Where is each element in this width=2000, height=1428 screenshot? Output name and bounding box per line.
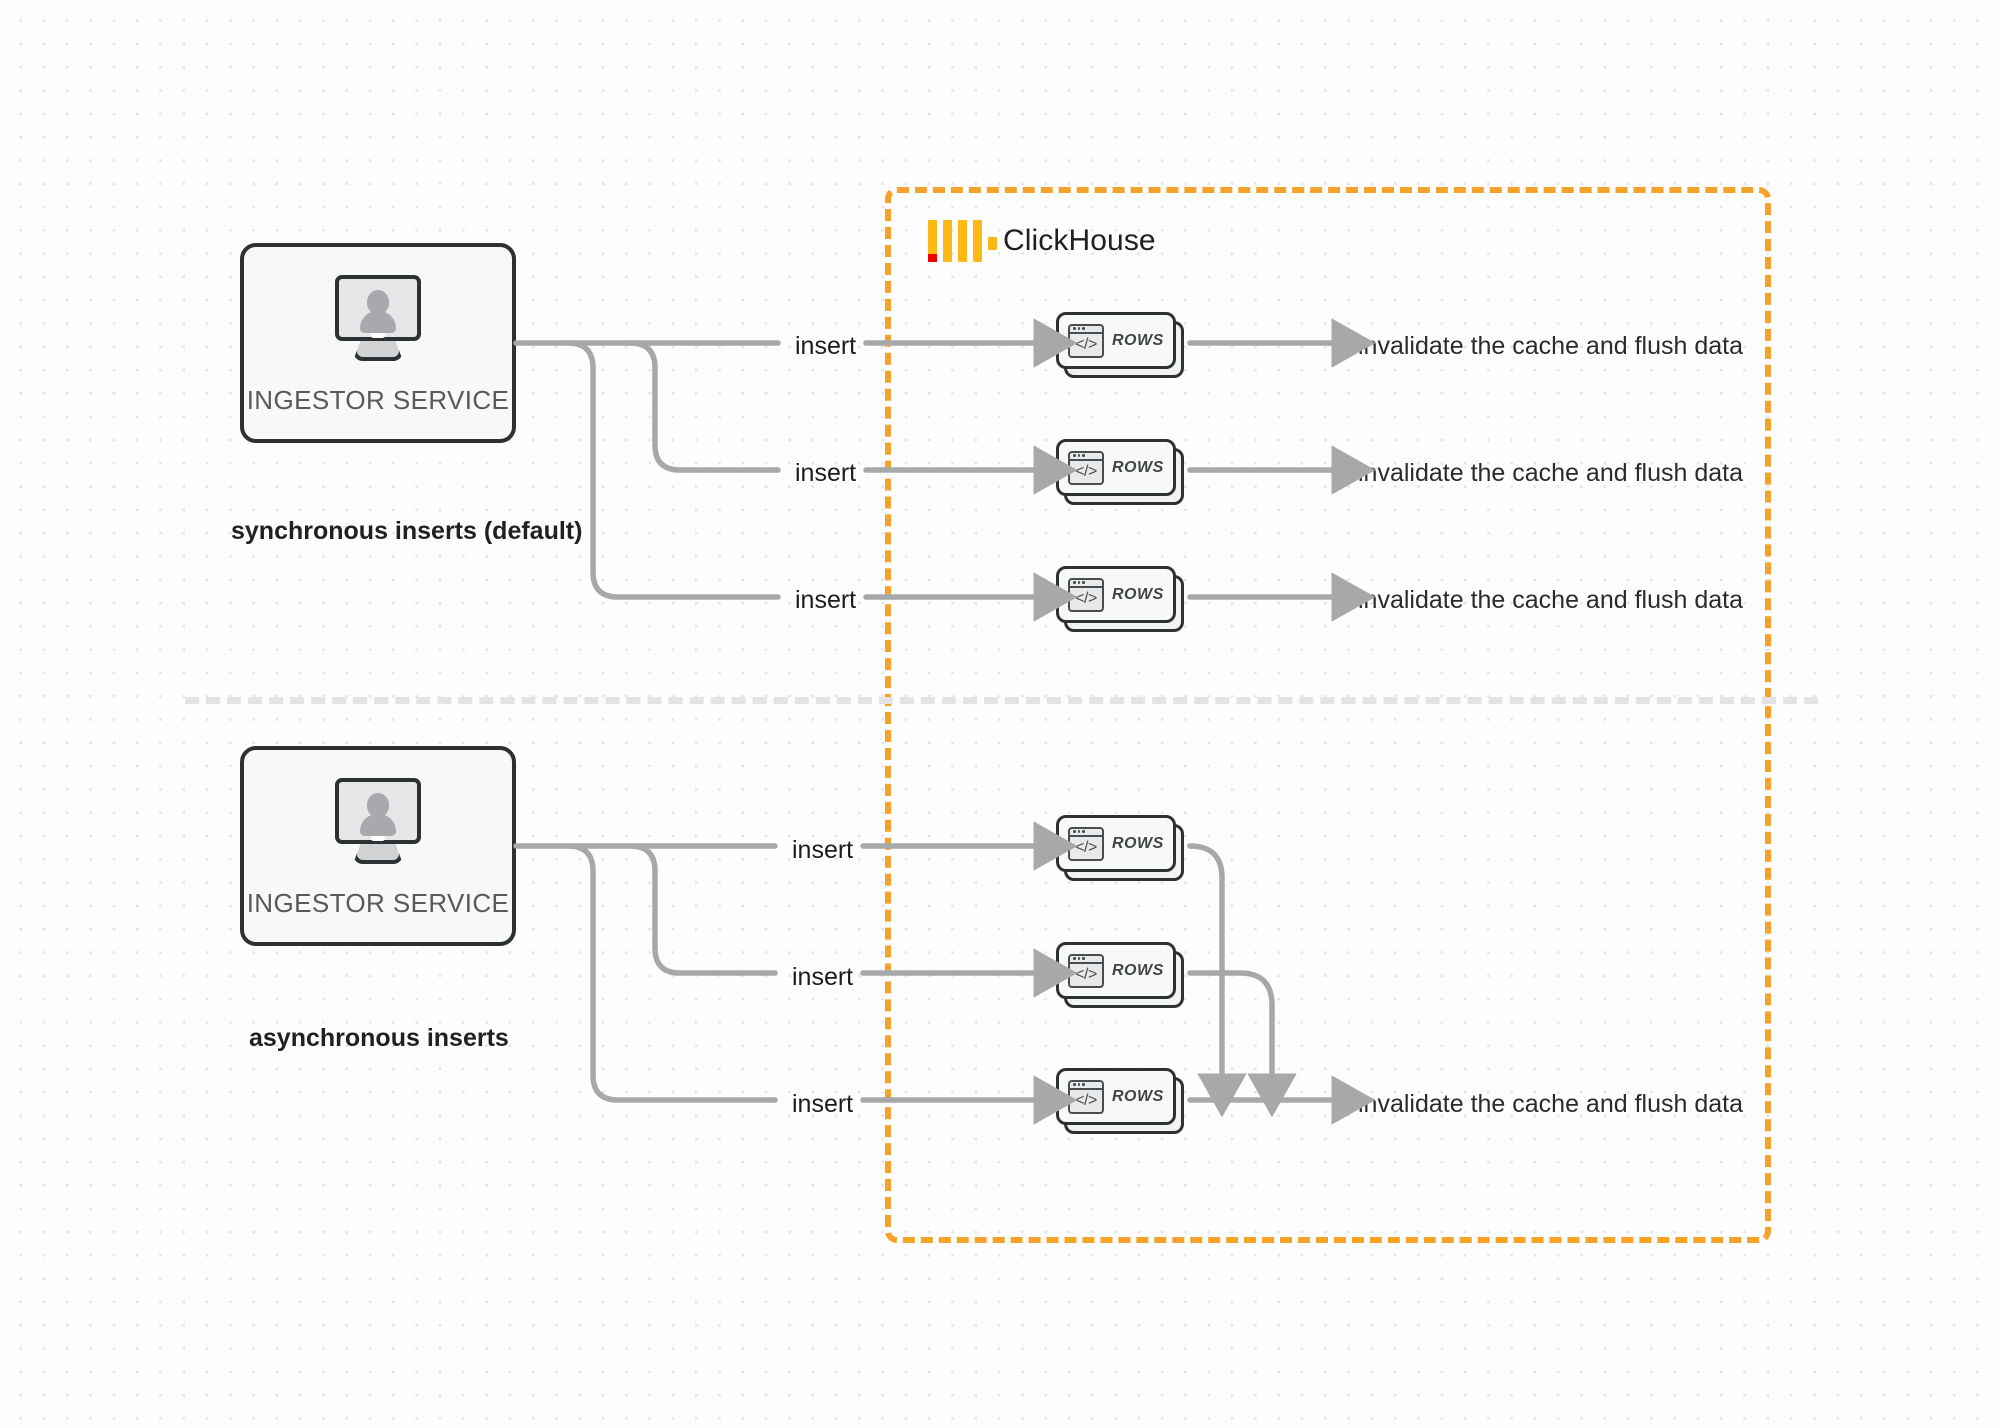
rows-card-label: ROWS [1112, 585, 1164, 603]
rows-card-async-1[interactable]: </> ROWS [1056, 815, 1184, 881]
rows-card-label: ROWS [1112, 961, 1164, 979]
rows-card-sync-1[interactable]: </> ROWS [1056, 312, 1184, 378]
section-divider [185, 697, 1818, 704]
code-window-icon: </> [1068, 577, 1104, 612]
wire-sync-branch-row2 [627, 340, 781, 473]
rows-card-sync-3[interactable]: </> ROWS [1056, 566, 1184, 632]
wire-sync-branch-row3 [565, 340, 781, 600]
result-label-async: invalidate the cache and flush data [1358, 1090, 1743, 1118]
section-caption-synchronous: synchronous inserts (default) [231, 517, 583, 545]
clickhouse-logo-icon [928, 220, 997, 262]
insert-label-async-3: insert [792, 1090, 854, 1118]
rows-card-label: ROWS [1112, 1087, 1164, 1105]
clickhouse-boundary [885, 187, 1771, 1243]
result-label-sync-1: invalidate the cache and flush data [1358, 332, 1743, 360]
monitor-user-icon [330, 275, 426, 363]
sidebar-item-ingestor-service-async[interactable]: INGESTOR SERVICE [240, 746, 516, 946]
rows-card-label: ROWS [1112, 834, 1164, 852]
insert-label-sync-2: insert [795, 459, 857, 487]
rows-card-label: ROWS [1112, 331, 1164, 349]
result-label-sync-3: invalidate the cache and flush data [1358, 586, 1743, 614]
insert-label-async-2: insert [792, 963, 854, 991]
service-label-sync: INGESTOR SERVICE [246, 385, 510, 415]
wire-async-branch-row2 [627, 843, 778, 976]
wire-async-branch-row3 [565, 843, 778, 1103]
code-window-icon: </> [1068, 450, 1104, 485]
result-label-sync-2: invalidate the cache and flush data [1358, 459, 1743, 487]
rows-card-sync-2[interactable]: </> ROWS [1056, 439, 1184, 505]
rows-card-async-2[interactable]: </> ROWS [1056, 942, 1184, 1008]
rows-card-async-3[interactable]: </> ROWS [1056, 1068, 1184, 1134]
code-window-icon: </> [1068, 953, 1104, 988]
clickhouse-name: ClickHouse [1003, 224, 1156, 257]
insert-label-sync-1: insert [795, 332, 857, 360]
code-window-icon: </> [1068, 323, 1104, 358]
code-window-icon: </> [1068, 1079, 1104, 1114]
code-window-icon: </> [1068, 826, 1104, 861]
insert-label-async-1: insert [792, 836, 854, 864]
service-label-async: INGESTOR SERVICE [246, 888, 510, 918]
rows-card-label: ROWS [1112, 458, 1164, 476]
section-caption-asynchronous: asynchronous inserts [249, 1024, 509, 1052]
clickhouse-brand: ClickHouse [928, 220, 1156, 262]
sidebar-item-ingestor-service-sync[interactable]: INGESTOR SERVICE [240, 243, 516, 443]
monitor-user-icon [330, 778, 426, 866]
insert-label-sync-3: insert [795, 586, 857, 614]
